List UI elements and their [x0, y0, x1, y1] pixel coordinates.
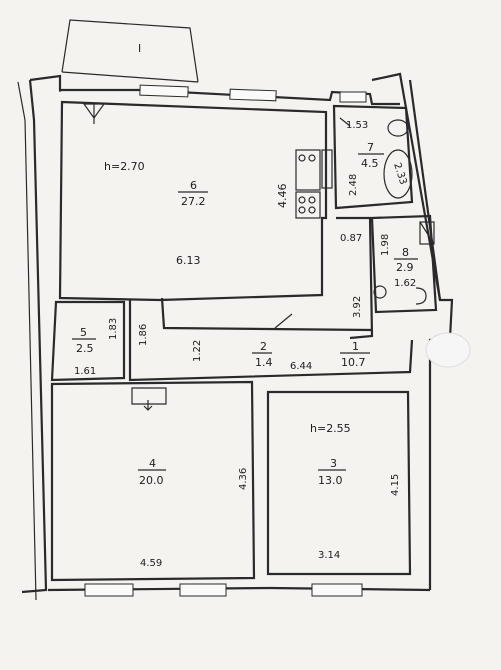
room-3-depth: 4.15: [390, 474, 401, 496]
window-top-3: [339, 91, 367, 103]
room-6-depth: 4.46: [276, 184, 289, 209]
toilet-icon-wc: [415, 287, 427, 305]
room-1-length: 6.44: [290, 361, 312, 372]
kitchen-fixtures: [295, 149, 333, 219]
room-4-width: 4.59: [140, 558, 162, 569]
bathroom-fixtures: [373, 119, 435, 305]
room-3-outline: [266, 390, 412, 576]
bathtub-icon: [383, 149, 413, 199]
sink-icon-wc: [373, 285, 387, 299]
sink-icon: [321, 149, 333, 189]
room-2-area: 1.4: [255, 356, 273, 369]
windows: [84, 84, 367, 597]
ceiling-height-room3: h=2.55: [310, 422, 351, 435]
room-5-width: 1.61: [74, 366, 96, 377]
room-7-number: 7: [367, 141, 374, 154]
room-5-number: 5: [80, 326, 87, 339]
room-8-area: 2.9: [396, 261, 414, 274]
room-8-number: 8: [402, 246, 409, 259]
room-6-width: 6.13: [176, 254, 201, 267]
stove-icon: [295, 149, 321, 191]
room-3-number: 3: [330, 457, 337, 470]
room-5-depth: 1.83: [108, 318, 119, 340]
window-top-2: [229, 88, 277, 102]
counter-icon: [295, 191, 321, 219]
room-8-length: 1.62: [394, 278, 416, 289]
door-room4: [131, 387, 167, 405]
window-bottom-2: [179, 583, 227, 597]
room-8-outline: [370, 214, 438, 314]
room-6-outline: [58, 100, 328, 302]
corridor-2-dim-b: 1.22: [192, 340, 203, 362]
room-3-width: 3.14: [318, 550, 340, 561]
room-1-area: 10.7: [341, 356, 366, 369]
room-8-width: 0.87: [340, 233, 362, 244]
window-top-1: [139, 84, 189, 98]
interior-walls: [50, 100, 438, 582]
room-4-area: 20.0: [139, 474, 164, 487]
room-3-area: 13.0: [318, 474, 343, 487]
room-1-depth: 3.92: [352, 296, 363, 318]
room-8-depth: 1.98: [380, 234, 391, 256]
room-7-depth: 2.48: [348, 174, 359, 196]
room-4-number: 4: [149, 457, 156, 470]
room-6-area: 27.2: [181, 195, 206, 208]
room-6-number: 6: [190, 179, 197, 192]
corridor-2-dim-a: 1.86: [138, 324, 149, 346]
door-arrow-room4: [143, 400, 153, 411]
room-7-area: 4.5: [361, 157, 379, 170]
toilet-icon: [387, 119, 409, 137]
room-4-depth: 4.36: [238, 468, 249, 490]
room-7-width: 1.53: [346, 120, 368, 131]
room-1-number: 1: [352, 340, 359, 353]
room-7-outline: [332, 104, 414, 210]
balcony-numeral: I: [138, 42, 141, 55]
room-4-outline: [50, 380, 256, 582]
window-bottom-1: [84, 583, 134, 597]
window-bottom-3: [311, 583, 363, 597]
room-2-number: 2: [260, 340, 267, 353]
redacted-spot: [425, 332, 471, 368]
room-5-outline: [50, 300, 126, 382]
room-5-area: 2.5: [76, 342, 94, 355]
doors: [82, 103, 351, 411]
balcony: [61, 19, 199, 83]
ceiling-height-main: h=2.70: [104, 160, 145, 173]
shower-icon: [419, 221, 435, 245]
